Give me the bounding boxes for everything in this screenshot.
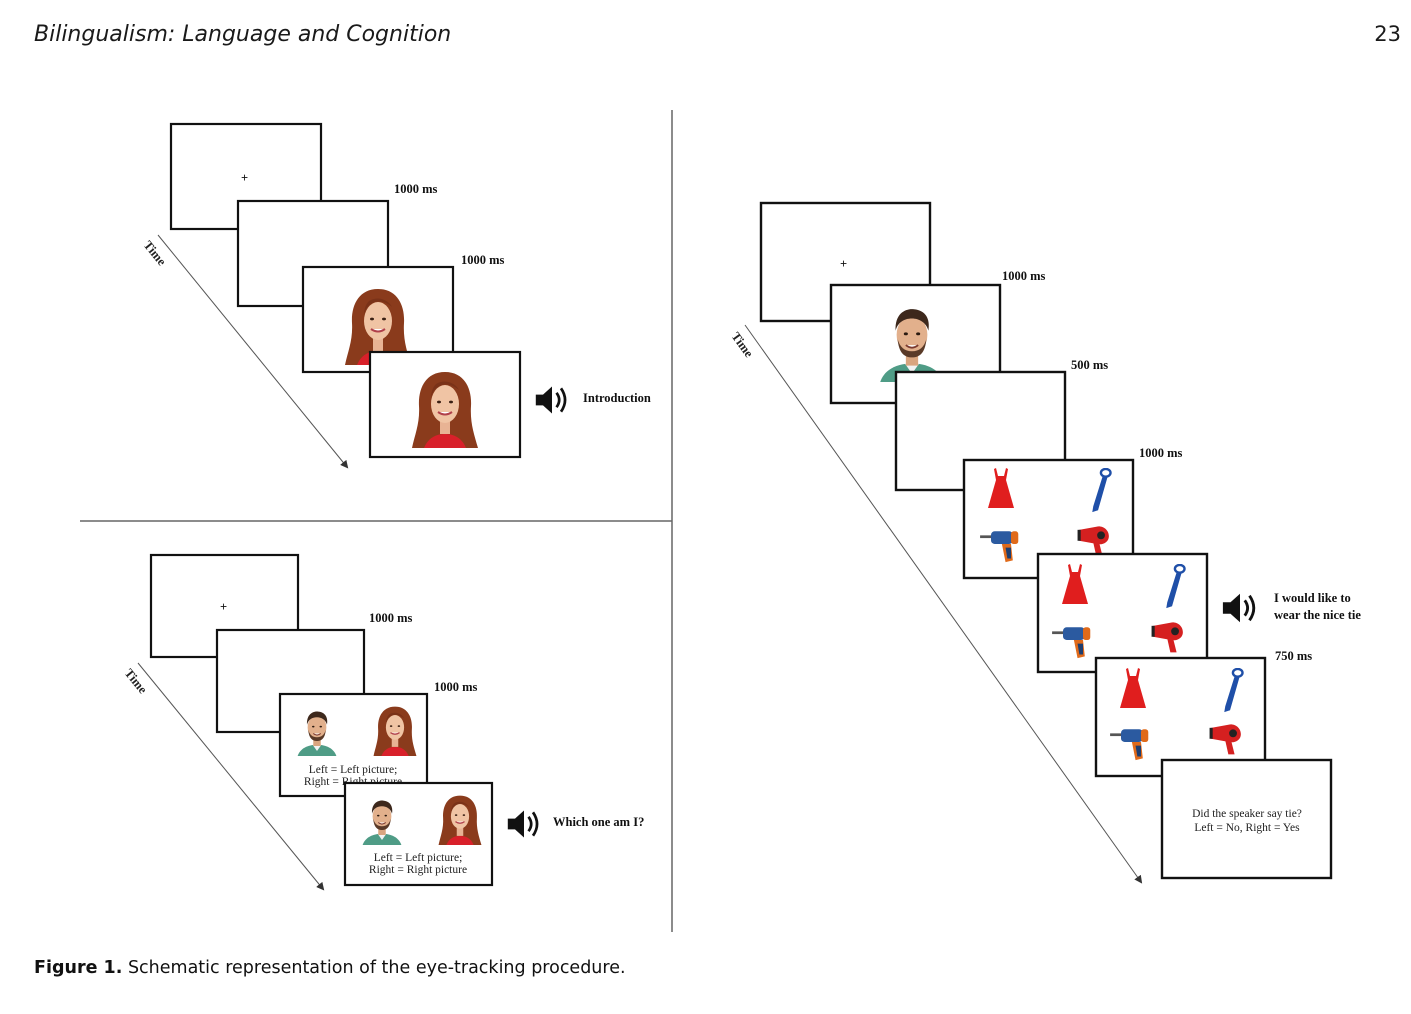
time-arrow: [157, 234, 349, 469]
time-arrow: [137, 662, 325, 891]
question-text: Left = No, Right = Yes: [1194, 822, 1300, 834]
duration-label: 1000 ms: [369, 611, 413, 625]
journal-title: Bilingualism: Language and Cognition: [34, 22, 452, 47]
fixation-cross: +: [840, 257, 847, 271]
time-label: Time: [729, 330, 757, 361]
screen-instruction: Right = Right picture: [369, 864, 467, 876]
fixation-cross: +: [220, 600, 227, 614]
duration-label: 1000 ms: [1139, 446, 1183, 460]
fixation-cross: +: [241, 171, 248, 185]
duration-label: 1000 ms: [461, 253, 505, 267]
audio-label: Introduction: [583, 391, 651, 405]
audio-label: Which one am I?: [553, 815, 644, 829]
page-number: 23: [1374, 22, 1401, 46]
time-label: Time: [141, 238, 169, 269]
audio-label: wear the nice tie: [1274, 608, 1361, 622]
screen-instruction: Left = Left picture;: [374, 852, 463, 864]
speaker-icon: [1221, 592, 1256, 624]
caption-text: Schematic representation of the eye-trac…: [127, 958, 626, 978]
speaker-icon: [534, 385, 567, 415]
caption-label: Figure 1.: [34, 958, 123, 978]
audio-label: I would like to: [1274, 591, 1351, 605]
panel-introduction: Time + 1000 ms 1000 ms Introduction: [141, 122, 651, 469]
duration-label: 1000 ms: [434, 680, 478, 694]
duration-label: 500 ms: [1071, 358, 1108, 372]
time-arrow: [744, 324, 1143, 884]
time-label: Time: [122, 666, 150, 697]
screen-instruction: Left = Left picture;: [309, 764, 398, 776]
question-text: Did the speaker say tie?: [1192, 808, 1302, 820]
figure-caption: Figure 1. Schematic representation of th…: [34, 958, 626, 978]
duration-label: 750 ms: [1275, 649, 1312, 663]
speaker-icon: [506, 809, 539, 839]
duration-label: 1000 ms: [1002, 269, 1046, 283]
duration-label: 1000 ms: [394, 182, 438, 196]
panel-which-one: Time + Left = Left picture; Right = Righ…: [122, 553, 644, 891]
screen-question: [1160, 758, 1333, 880]
panel-trial: Time + Did the speaker say tie? Left = N…: [729, 201, 1361, 884]
